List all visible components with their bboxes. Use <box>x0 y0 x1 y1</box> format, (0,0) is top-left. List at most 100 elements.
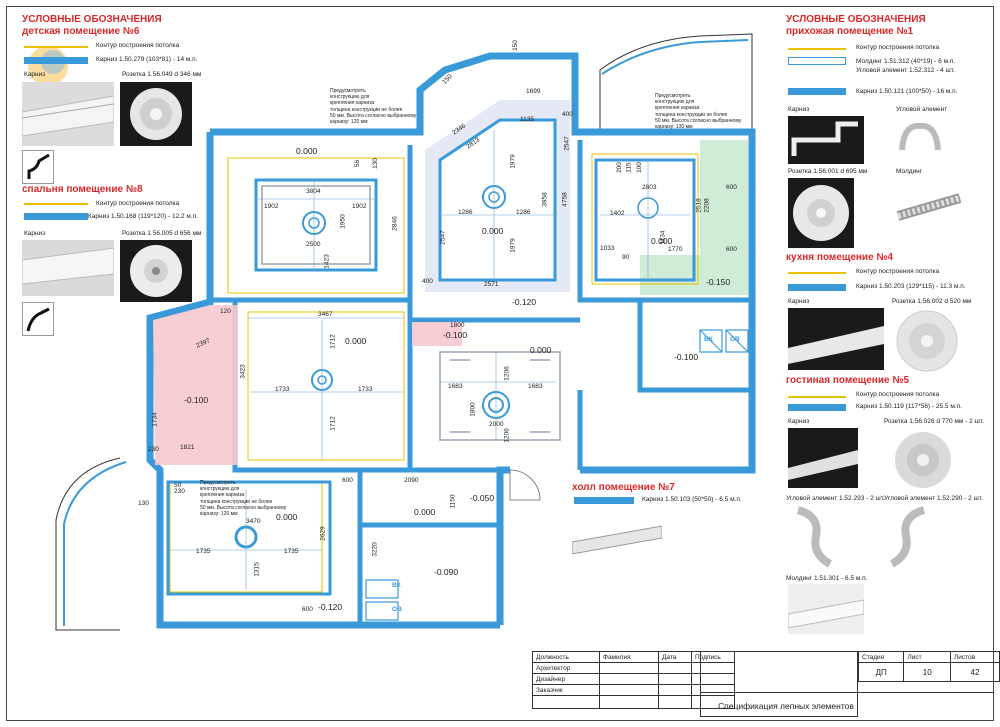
cornice-swatch <box>788 284 846 291</box>
room5-corner2-label: Угловой элемент 1.52.290 - 2 шт. <box>884 495 983 502</box>
dimension: 120 <box>220 308 231 315</box>
dimension: 2500 <box>306 241 321 248</box>
stamp-sheets-label: Листов <box>949 651 1000 663</box>
level-mark: 0.000 <box>482 226 504 236</box>
room4-rosette-label: Розетка 1.56.002 d 520 мм <box>892 298 972 305</box>
room4-cornice-label: Карниз <box>788 298 810 305</box>
dimension: 1150 <box>449 494 457 509</box>
dimension: 1206 <box>503 428 511 443</box>
room5-contour-label: Контур построения потолка <box>856 391 940 398</box>
document-title: Спецификация лепных элементов <box>718 701 854 711</box>
room4-contour-label: Контур построения потолка <box>856 268 940 275</box>
room8-rosette-label: Розетка 1.56.005 d 656 мм <box>122 230 202 237</box>
dimension: 1206 <box>503 366 511 381</box>
level-mark: -0.050 <box>470 493 495 503</box>
dimension: 3423 <box>239 364 247 379</box>
dimension: 600 <box>726 184 737 191</box>
cornice-swatch <box>24 213 88 220</box>
corner-element-photo <box>882 506 932 568</box>
dimension: 1135 <box>520 116 534 123</box>
level-mark: -0.150 <box>706 277 731 287</box>
dimension: 4758 <box>561 192 569 207</box>
dimension: 90 <box>622 254 630 261</box>
dimension: 1979 <box>509 154 517 169</box>
dimension: 3220 <box>371 542 379 557</box>
room1-rosette-label: Розетка 1.56.001 d 695 мм <box>788 168 868 175</box>
dimension: 1734 <box>151 412 159 427</box>
dimension: 2208 <box>703 198 711 213</box>
room1-molding-label: Молдинг <box>896 168 923 175</box>
dimension: 1902 <box>264 203 279 210</box>
level-mark: -0.100 <box>674 352 699 362</box>
cornice-swatch <box>788 88 846 95</box>
stamp-title-cell <box>700 692 994 718</box>
dimension: 1699 <box>526 88 541 95</box>
dimension: 50 <box>174 482 182 489</box>
dimension: 400 <box>562 111 573 118</box>
dimension: 2547 <box>563 136 571 151</box>
dimension: 2846 <box>391 216 399 231</box>
dimension: 150 <box>511 40 519 51</box>
dimension: 3470 <box>246 518 261 525</box>
dimension: 1800 <box>450 322 465 329</box>
dimension: 1821 <box>180 444 195 451</box>
level-mark: 0.000 <box>651 236 673 246</box>
cornice-swatch <box>574 497 634 504</box>
dimension: 1683 <box>528 383 543 390</box>
room8-cornice-spec: Карниз 1.50.168 (119*120) - 12.2 м.п. <box>88 213 199 220</box>
corner-element-photo <box>790 506 840 568</box>
dimension: 1033 <box>600 245 615 252</box>
dimension: 1733 <box>275 386 290 393</box>
dimension: 2000 <box>489 421 504 428</box>
molding-photo <box>896 186 962 226</box>
dimension: 1134 <box>659 230 667 245</box>
cornice-photo <box>788 116 864 164</box>
dimension: 1733 <box>358 386 373 393</box>
room6-contour-label: Контур построения потолка <box>96 42 180 49</box>
dimension: 1770 <box>668 246 683 253</box>
room6-cornice-label: Карниз <box>24 71 46 78</box>
hall-title: холл помещение №7 <box>572 482 675 493</box>
level-mark: 0.000 <box>345 336 367 346</box>
dimension: 3804 <box>306 188 321 195</box>
cornice-photo <box>22 82 114 146</box>
shaft-label: ВК <box>704 336 713 343</box>
level-mark: -0.120 <box>512 297 537 307</box>
room1-title: прихожая помещение №1 <box>786 26 914 37</box>
drawing-frame <box>6 6 994 721</box>
room1-corner-label: Угловой элемент <box>896 106 948 113</box>
room6-title: детская помещение №6 <box>22 26 140 37</box>
cornice-profile-icon <box>22 302 54 336</box>
dimension: 1712 <box>329 334 337 349</box>
room8-cornice-label: Карниз <box>24 230 46 237</box>
dimension: 100 <box>635 162 643 173</box>
dimension: 2629 <box>319 526 327 541</box>
dimension: 1950 <box>339 214 347 229</box>
room8-title: спальня помещение №8 <box>22 184 143 195</box>
dimension: 1315 <box>253 562 261 577</box>
dimension: 56 <box>354 159 362 168</box>
stamp-sheets-value: 42 <box>949 662 1000 682</box>
cornice-swatch <box>788 404 846 411</box>
dimension: 1735 <box>196 548 211 555</box>
dimension: 130 <box>138 500 149 507</box>
stamp-col-date: Дата <box>658 651 692 663</box>
level-mark: 0.000 <box>414 507 436 517</box>
stamp-col-surname: Фамилия <box>599 651 659 663</box>
cornice-photo <box>22 240 114 296</box>
room5-title: гостиная помещение №5 <box>786 375 910 386</box>
stamp-sheet-info: Стадия Лист Листов ДП 10 42 <box>857 651 1000 682</box>
cornice-swatch <box>24 57 88 64</box>
room1-contour-label: Контур построения потолка <box>856 44 940 51</box>
level-mark: 0.000 <box>296 146 318 156</box>
dimension: 1800 <box>469 402 477 417</box>
room5-corner1-label: Угловой элемент 1.52.293 - 2 шт. <box>786 495 885 502</box>
dimension: 1286 <box>458 209 473 216</box>
cornice-profile-icon <box>22 150 54 184</box>
stamp-sheet-label: Лист <box>903 651 951 663</box>
dimension: 230 <box>174 488 185 495</box>
dimension: 2571 <box>484 281 499 288</box>
room4-cornice-spec: Карниз 1.50.203 (129*115) - 11.3 м.п. <box>856 283 966 290</box>
level-mark: -0.100 <box>443 330 468 340</box>
